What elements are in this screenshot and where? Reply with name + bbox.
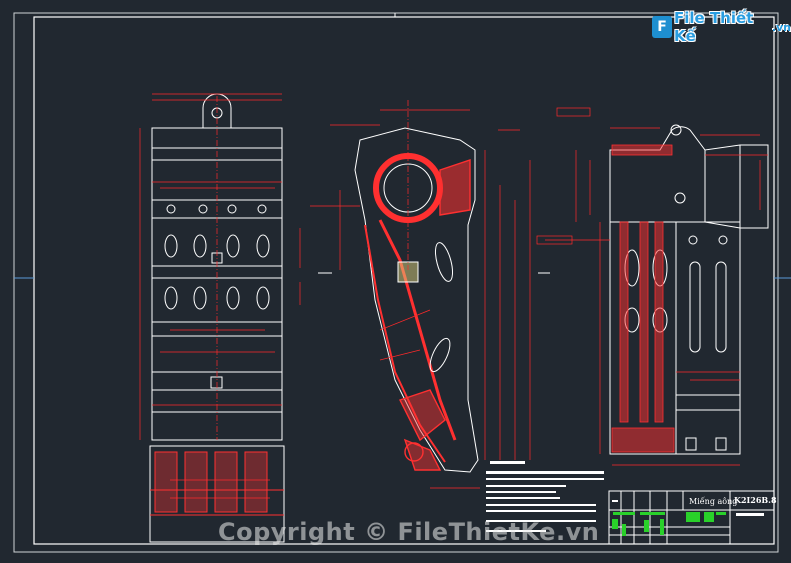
front-view-bottom-section	[149, 445, 285, 543]
title-block-drawing-code: K2I26B.8	[734, 495, 777, 505]
section-outline	[354, 127, 479, 473]
side-view	[609, 124, 769, 455]
title-block-highlights	[612, 512, 726, 536]
title-block-part-name: Miếng aông	[689, 497, 738, 506]
logo-badge-icon: F	[652, 16, 673, 38]
title-block	[608, 490, 775, 545]
copyright-watermark: Copyright © FileThietKe.vn	[218, 518, 600, 546]
sheet-outer-border	[13, 12, 779, 553]
title-block-fill-bars	[612, 500, 764, 516]
side-view-hatching	[611, 144, 675, 453]
front-view-dimensions	[139, 93, 301, 499]
side-view-top-cylinder	[609, 126, 769, 229]
side-view-dimensions	[536, 107, 768, 466]
brand-logo: F File Thiết Kế .vn	[652, 9, 791, 45]
section-view	[354, 127, 479, 473]
logo-name: File Thiết Kế	[674, 9, 754, 45]
sheet-inner-frame	[33, 16, 775, 545]
notes-block	[486, 461, 604, 532]
logo-tld: .vn	[771, 20, 791, 34]
side-view-body	[609, 221, 741, 455]
section-view-dimensions	[310, 100, 531, 489]
